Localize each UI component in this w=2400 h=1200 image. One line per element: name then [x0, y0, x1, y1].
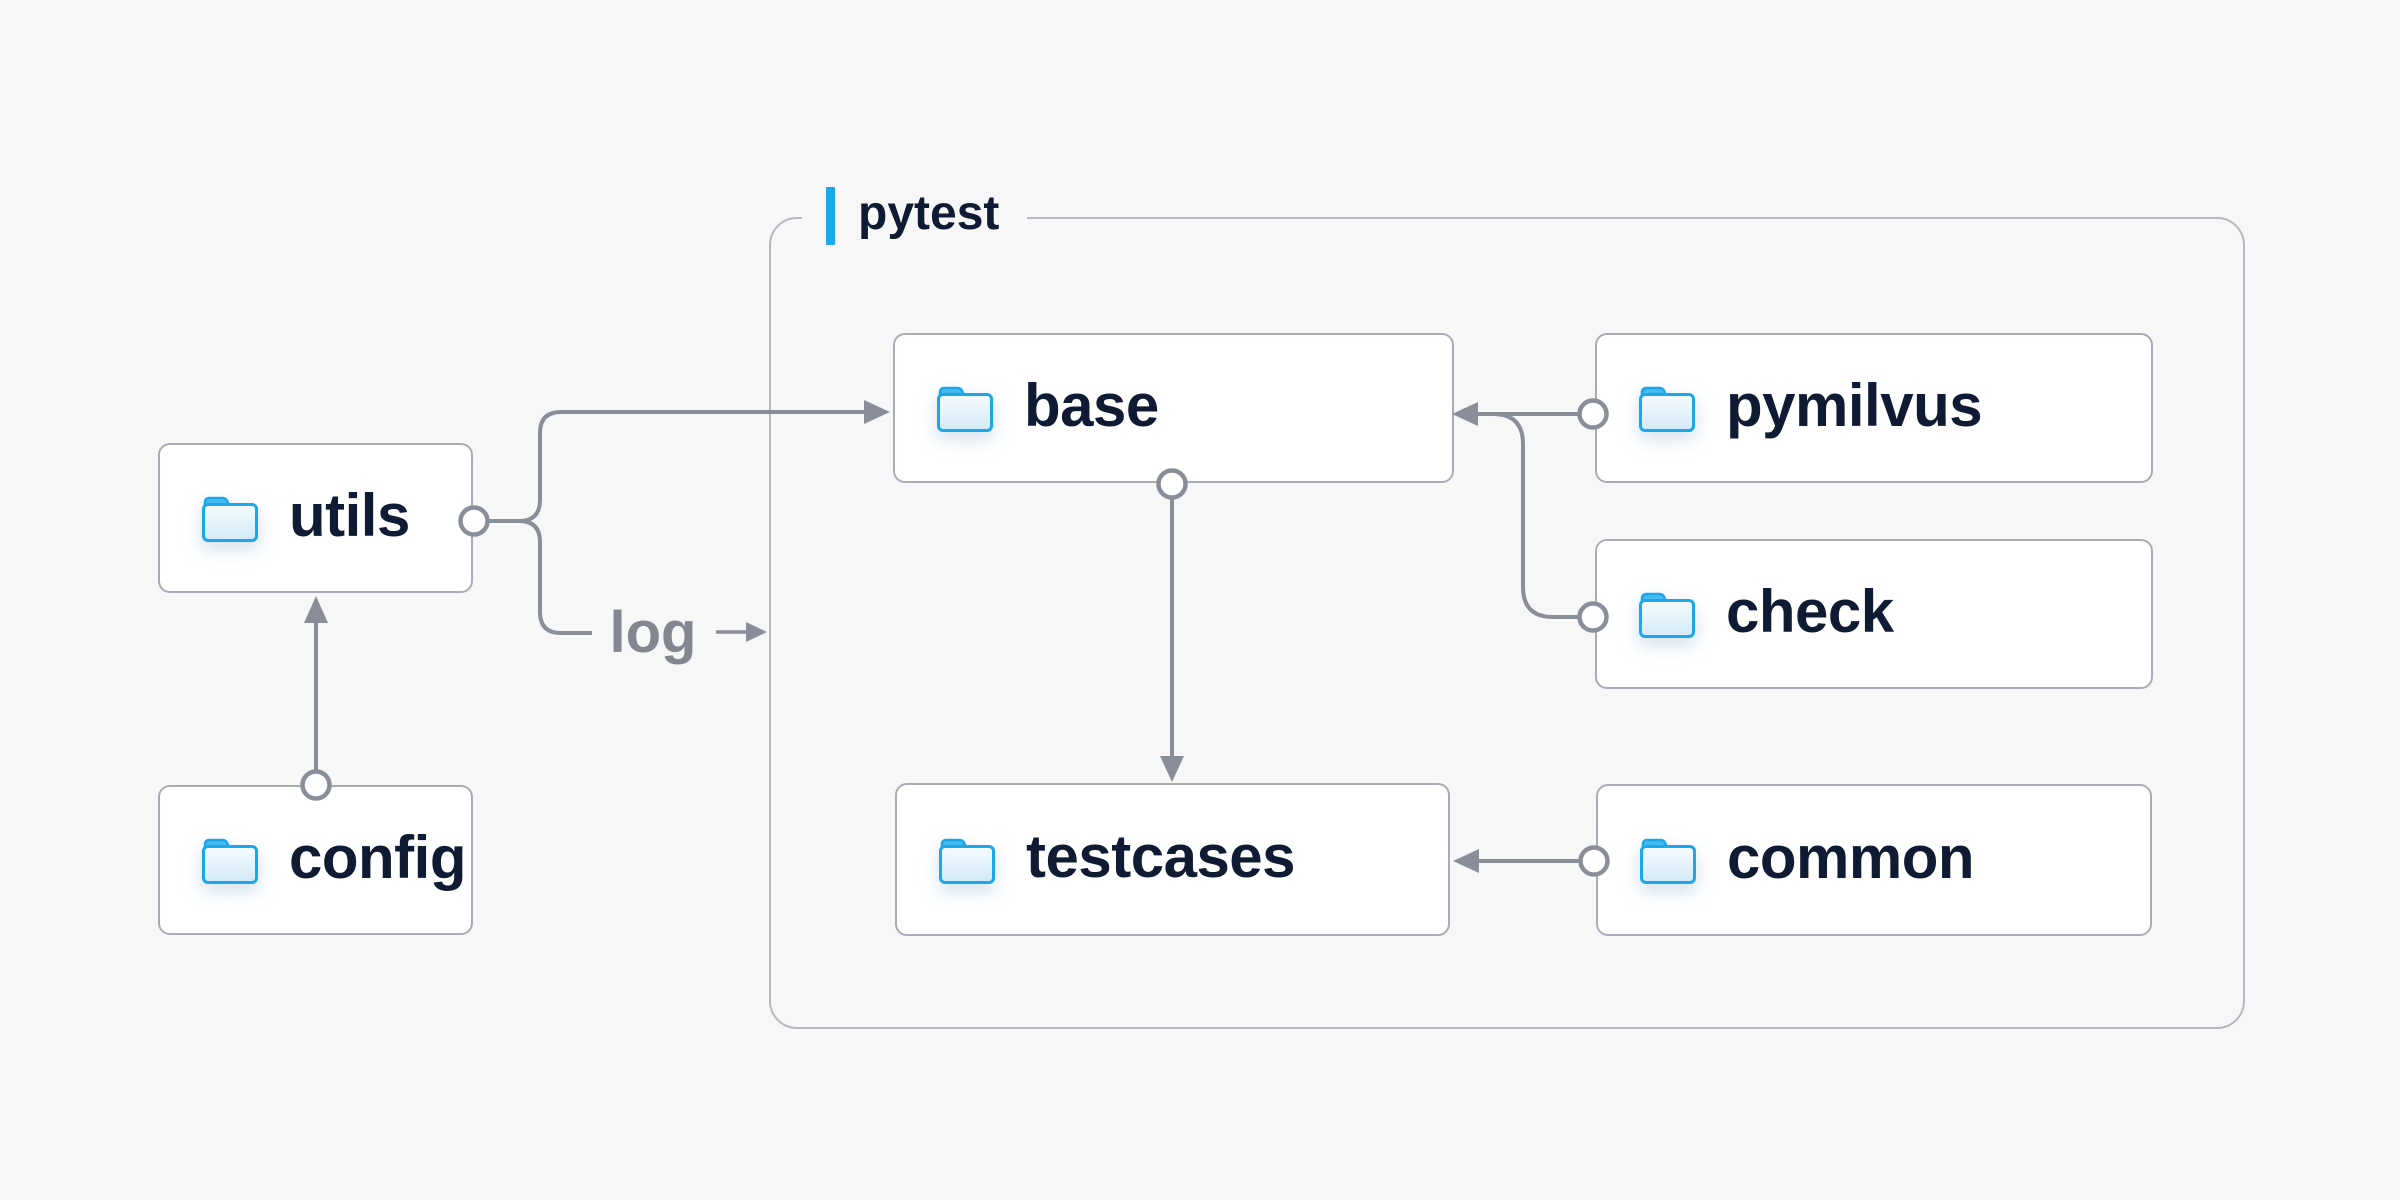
folder-icon — [1639, 592, 1695, 638]
edge-config-utils — [300, 596, 332, 801]
pytest-group-label: pytest — [802, 185, 1028, 247]
node-pymilvus: pymilvus — [1595, 333, 2153, 483]
node-testcases: testcases — [895, 783, 1450, 936]
node-config: config — [158, 785, 473, 935]
node-base-label: base — [1024, 371, 1159, 439]
node-common-label: common — [1727, 823, 1975, 891]
node-base: base — [893, 333, 1454, 483]
folder-icon — [1640, 838, 1696, 884]
folder-icon — [202, 496, 258, 542]
node-utils-label: utils — [289, 481, 410, 549]
folder-icon — [939, 838, 995, 884]
edge-check-base — [1492, 412, 1609, 633]
log-edge-label: log — [598, 600, 708, 670]
pytest-group-container — [769, 217, 2245, 1029]
edge-common-testcases — [1453, 845, 1610, 877]
edge-utils-log — [458, 505, 767, 642]
node-testcases-label: testcases — [1026, 823, 1296, 890]
edge-pymilvus-base — [1452, 398, 1609, 430]
folder-icon — [1639, 386, 1695, 432]
node-common: common — [1596, 784, 2152, 936]
folder-icon — [937, 386, 993, 432]
edge-base-testcases — [1156, 468, 1188, 782]
node-config-label: config — [289, 823, 466, 891]
accent-bar-icon — [826, 187, 835, 245]
pytest-group-title: pytest — [858, 187, 1000, 240]
edge-utils-base — [488, 400, 890, 523]
node-check: check — [1595, 539, 2153, 689]
folder-icon — [202, 838, 258, 884]
node-check-label: check — [1726, 577, 1894, 645]
node-pymilvus-label: pymilvus — [1726, 371, 1983, 439]
